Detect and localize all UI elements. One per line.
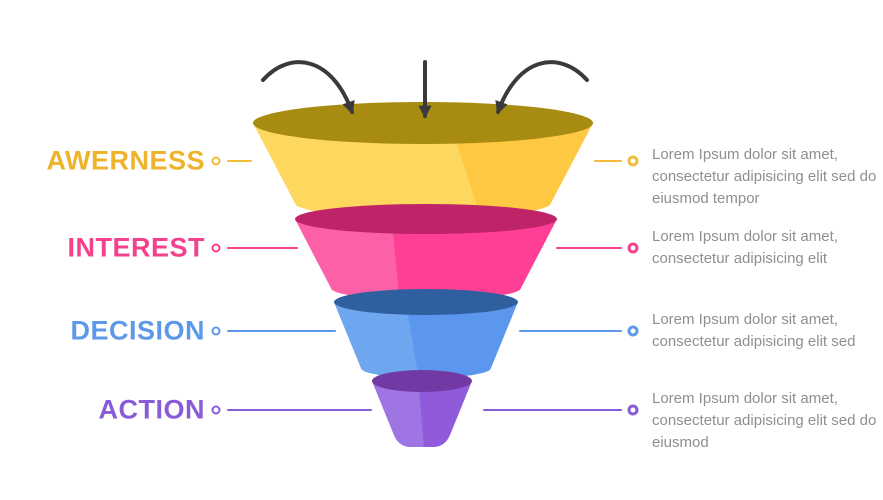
connector-line-right-awerness — [594, 160, 622, 162]
connector-dot-right-decision — [627, 325, 639, 337]
connector-dot-left-decision — [211, 326, 221, 336]
stage-description-decision: Lorem Ipsum dolor sit amet, consectetur … — [652, 311, 856, 350]
connector-line-left-awerness — [227, 160, 252, 162]
connector-dot-right-interest — [627, 242, 639, 254]
funnel-segment-awerness — [253, 102, 593, 218]
stage-label-decision: DECISION — [70, 315, 205, 346]
stage-label-interest: INTEREST — [67, 232, 205, 263]
stage-label-awerness: AWERNESS — [46, 145, 205, 176]
connector-line-right-decision — [519, 330, 622, 332]
connector-line-left-action — [227, 409, 372, 411]
connector-line-right-action — [483, 409, 622, 411]
connector-dot-left-interest — [211, 243, 221, 253]
stage-description-interest: Lorem Ipsum dolor sit amet, consectetur … — [652, 228, 838, 267]
connector-line-left-interest — [227, 247, 298, 249]
connector-dot-right-awerness — [627, 155, 639, 167]
connector-line-right-interest — [556, 247, 622, 249]
connector-dot-right-action — [627, 404, 639, 416]
funnel-segment-decision — [334, 289, 518, 378]
connector-line-left-decision — [227, 330, 336, 332]
stage-description-action: Lorem Ipsum dolor sit amet, consectetur … — [652, 390, 877, 451]
stage-description-awerness: Lorem Ipsum dolor sit amet, consectetur … — [652, 146, 877, 207]
stage-label-action: ACTION — [98, 394, 205, 425]
inflow-arrow-right — [495, 60, 589, 115]
funnel-segment-action — [372, 370, 472, 447]
connector-dot-left-awerness — [211, 156, 221, 166]
inflow-arrow-left — [261, 60, 355, 115]
connector-dot-left-action — [211, 405, 221, 415]
